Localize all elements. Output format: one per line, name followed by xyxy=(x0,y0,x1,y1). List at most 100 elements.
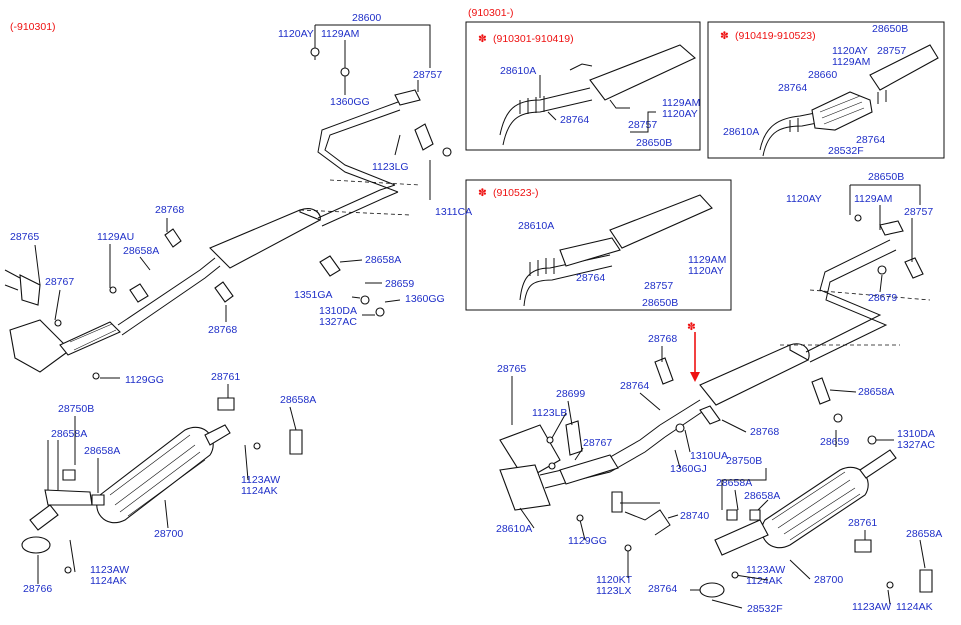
part-label: 28658A xyxy=(280,394,316,406)
part-label: 1123AW xyxy=(852,601,891,613)
inset-b-label: 1129AM xyxy=(832,56,870,68)
inset-a-muffler xyxy=(499,44,697,146)
range-label-right: (910301-) xyxy=(468,7,514,19)
part-label: 28658A xyxy=(123,245,159,257)
inset-c-label: 28650B xyxy=(642,297,678,309)
part-label: 1129AM xyxy=(321,28,359,40)
inset-c-label: 28610A xyxy=(518,220,554,232)
part-label: 28757 xyxy=(904,206,933,218)
inset-b-label: 28764 xyxy=(778,82,807,94)
star-icon: ✽ xyxy=(687,321,696,333)
part-label: 1120AY xyxy=(786,193,822,205)
part-label: 1124AK xyxy=(241,485,278,497)
part-label: 28658A xyxy=(744,490,780,502)
inset-c-label: 1129AM xyxy=(688,254,726,266)
part-label: 28764 xyxy=(620,380,649,392)
part-label: 1129GG xyxy=(568,535,607,547)
part-label: 1124AK xyxy=(746,575,783,587)
left-rear-muffler xyxy=(21,397,303,554)
part-label: 28768 xyxy=(208,324,237,336)
right-labels: 28650B 1120AY 1129AM 28757 28679 28768 2… xyxy=(496,171,942,615)
part-label: 1129AU xyxy=(97,231,134,243)
part-label: 1123AW xyxy=(746,564,785,576)
inset-b-label: 1120AY xyxy=(832,45,868,57)
star-icon: ✽ xyxy=(478,187,487,199)
part-label: 28765 xyxy=(10,231,39,243)
part-label: 28740 xyxy=(680,510,709,522)
part-label: 28658A xyxy=(365,254,401,266)
part-label: 1123LG xyxy=(372,161,409,173)
part-label: 28699 xyxy=(556,388,585,400)
inset-a-label: 1129AM xyxy=(662,97,700,109)
part-label: 1310DA xyxy=(897,428,935,440)
part-label: 1124AK xyxy=(90,575,127,587)
right-rear-muffler xyxy=(699,449,933,598)
part-label: 1327AC xyxy=(897,439,935,451)
right-leader-lines xyxy=(511,184,926,609)
part-label: 1311CA xyxy=(435,206,472,218)
part-label: 28767 xyxy=(45,276,74,288)
part-label: 28658A xyxy=(716,477,752,489)
fastener-icons xyxy=(54,47,894,589)
part-label: 1310DA xyxy=(319,305,357,317)
part-label: 1123AW xyxy=(241,474,280,486)
inset-frame-a xyxy=(465,21,701,151)
part-label: 28768 xyxy=(750,426,779,438)
part-label: 1120KT xyxy=(596,574,633,586)
left-leader-lines xyxy=(34,24,431,584)
inset-frame-c xyxy=(465,179,732,311)
part-label: 1360GJ xyxy=(670,463,707,475)
part-label: 1124AK xyxy=(896,601,933,613)
inset-c-muffler xyxy=(519,194,713,307)
right-exhaust-assembly xyxy=(499,220,931,536)
part-label: 28659 xyxy=(820,436,849,448)
part-label: 28658A xyxy=(84,445,120,457)
part-label: 28700 xyxy=(814,574,843,586)
part-label: 28658A xyxy=(906,528,942,540)
range-label-left: (-910301) xyxy=(10,21,56,33)
part-label: 28658A xyxy=(51,428,87,440)
star-icon: ✽ xyxy=(478,33,487,45)
part-label: 1129GG xyxy=(125,374,164,386)
inset-b-catalytic xyxy=(759,44,939,157)
part-label: 28766 xyxy=(23,583,52,595)
part-label: 1360GG xyxy=(405,293,445,305)
inset-a-label: 1120AY xyxy=(662,108,698,120)
inset-c-label: 1120AY xyxy=(688,265,724,277)
inset-frame-b xyxy=(707,21,945,159)
part-label: 28610A xyxy=(496,523,532,535)
inset-b-label: 28610A xyxy=(723,126,759,138)
inset-a-label: 28764 xyxy=(560,114,589,126)
part-label: 28650B xyxy=(868,171,904,183)
part-label: 28532F xyxy=(747,603,783,615)
part-label: 28768 xyxy=(155,204,184,216)
part-label: 28765 xyxy=(497,363,526,375)
part-label: 1310UA xyxy=(690,450,728,462)
part-label: 1123AW xyxy=(90,564,129,576)
part-label: 28761 xyxy=(211,371,240,383)
inset-b-label: 28757 xyxy=(877,45,906,57)
part-label: 1351GA xyxy=(294,289,333,301)
part-label: 28768 xyxy=(648,333,677,345)
inset-a-label: 28757 xyxy=(628,119,657,131)
inset-a-label: 28610A xyxy=(500,65,536,77)
inset-c-label: 28764 xyxy=(576,272,605,284)
part-label: 28658A xyxy=(858,386,894,398)
inset-b-label: 28532F xyxy=(828,145,864,157)
part-label: 1123LB xyxy=(532,407,567,419)
inset-b-label: 28660 xyxy=(808,69,837,81)
inset-c-title: (910523-) xyxy=(493,187,539,199)
part-label: 28767 xyxy=(583,437,612,449)
part-label: 28659 xyxy=(385,278,414,290)
inset-c-label: 28757 xyxy=(644,280,673,292)
part-label: 28750B xyxy=(726,455,762,467)
part-label: 1360GG xyxy=(330,96,370,108)
star-icon: ✽ xyxy=(720,30,729,42)
part-label: 1120AY xyxy=(278,28,314,40)
part-label: 28679 xyxy=(868,292,897,304)
left-exhaust-assembly xyxy=(4,89,434,373)
part-label: 28757 xyxy=(413,69,442,81)
part-label: 28761 xyxy=(848,517,877,529)
inset-a-label: 28650B xyxy=(636,137,672,149)
